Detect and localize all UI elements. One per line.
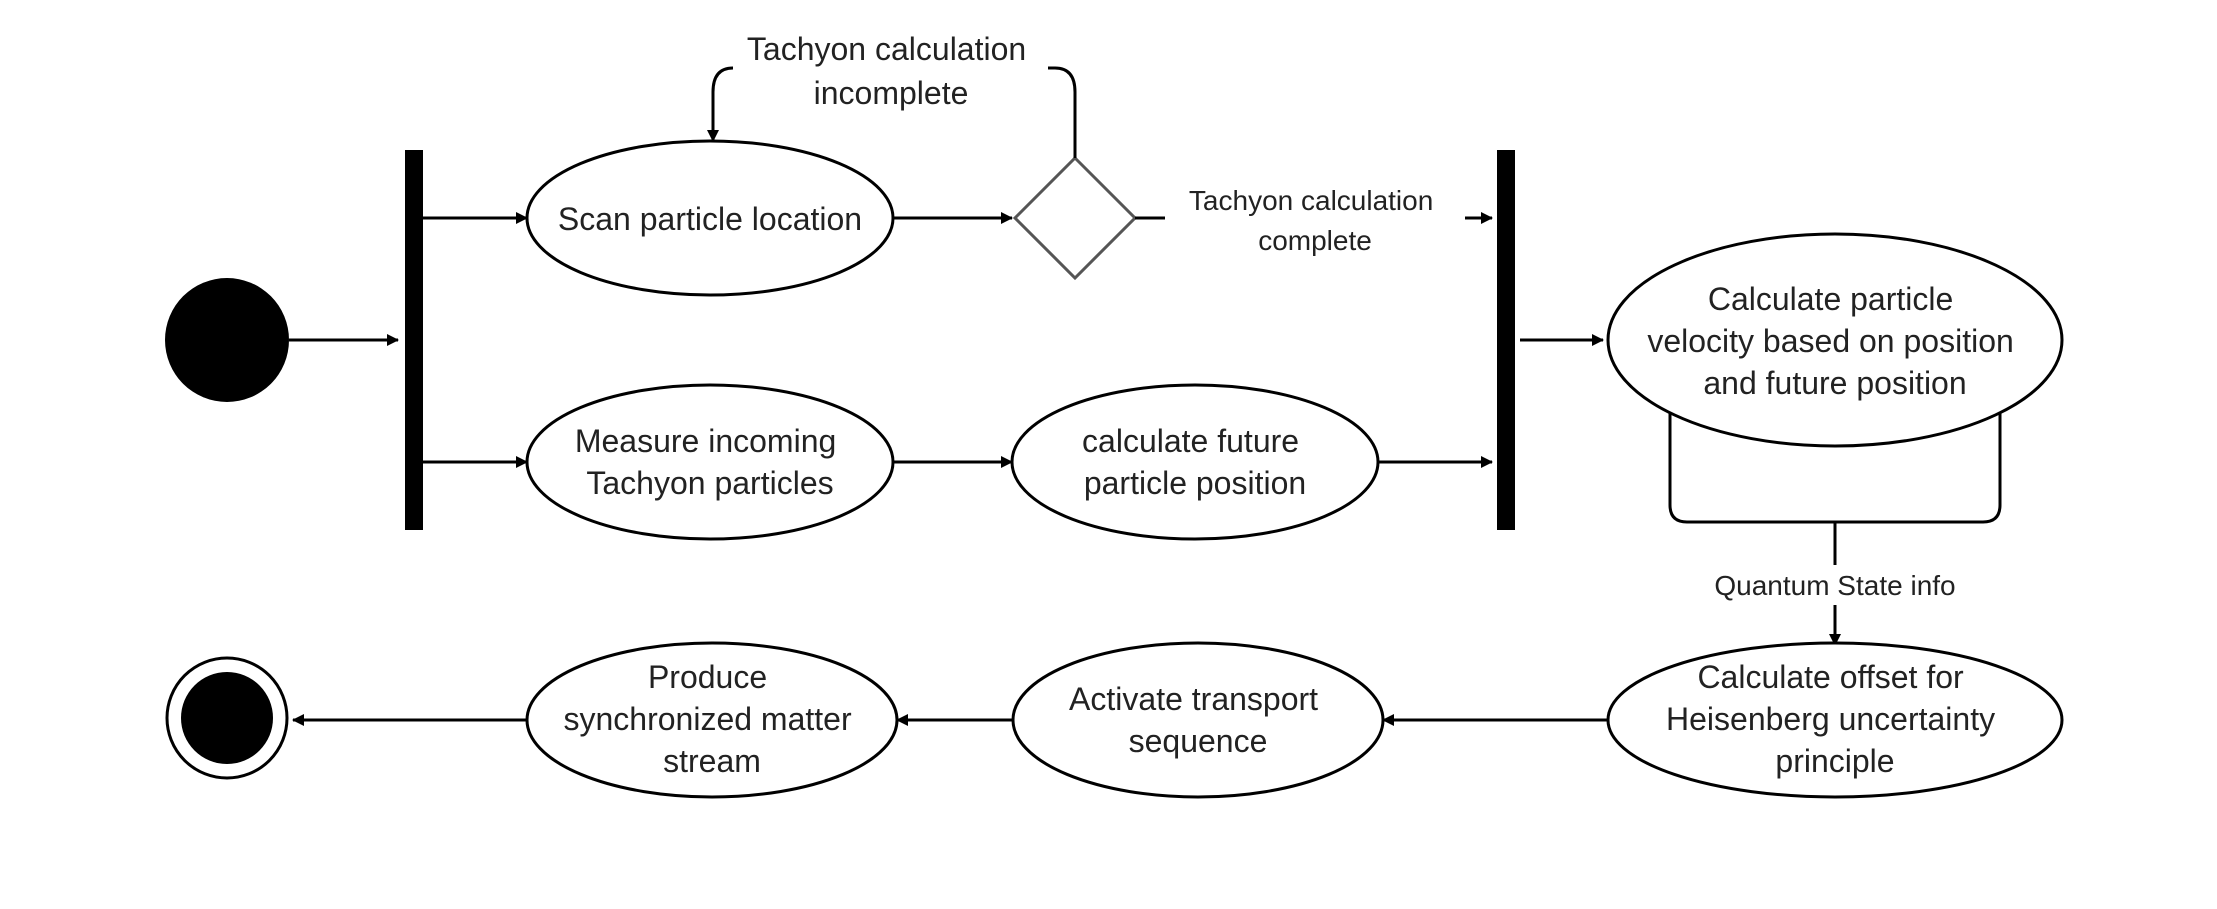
label-offset: Calculate offset for Heisenberg uncertai… — [1666, 659, 2004, 779]
action-future — [1010, 383, 1380, 541]
guard-incomplete: Tachyon calculation incomplete — [747, 31, 1035, 111]
action-measure — [525, 383, 895, 541]
label-measure: Measure incoming Tachyon particles — [575, 423, 845, 501]
edge-decision-loop — [1048, 66, 1077, 158]
edge-loop-scan — [707, 66, 734, 142]
label-produce: Produce synchronized matter stream — [563, 659, 860, 779]
initial-node — [165, 278, 289, 402]
label-velocity: Calculate particle velocity based on pos… — [1647, 281, 2022, 401]
action-offset — [1606, 641, 2064, 799]
label-future: calculate future particle position — [1082, 423, 1308, 501]
fork-bar — [405, 150, 423, 530]
label-scan: Scan particle location — [558, 201, 862, 237]
guard-complete: Tachyon calculation complete — [1189, 185, 1441, 256]
label-quantum-state: Quantum State info — [1714, 570, 1955, 601]
action-activate — [1011, 641, 1385, 799]
join-bar — [1497, 150, 1515, 530]
action-scan — [525, 139, 895, 297]
action-produce — [525, 641, 899, 799]
decision-diamond — [1012, 155, 1138, 281]
label-activate: Activate transport sequence — [1069, 681, 1327, 759]
action-velocity — [1606, 232, 2064, 448]
final-node — [165, 656, 289, 780]
